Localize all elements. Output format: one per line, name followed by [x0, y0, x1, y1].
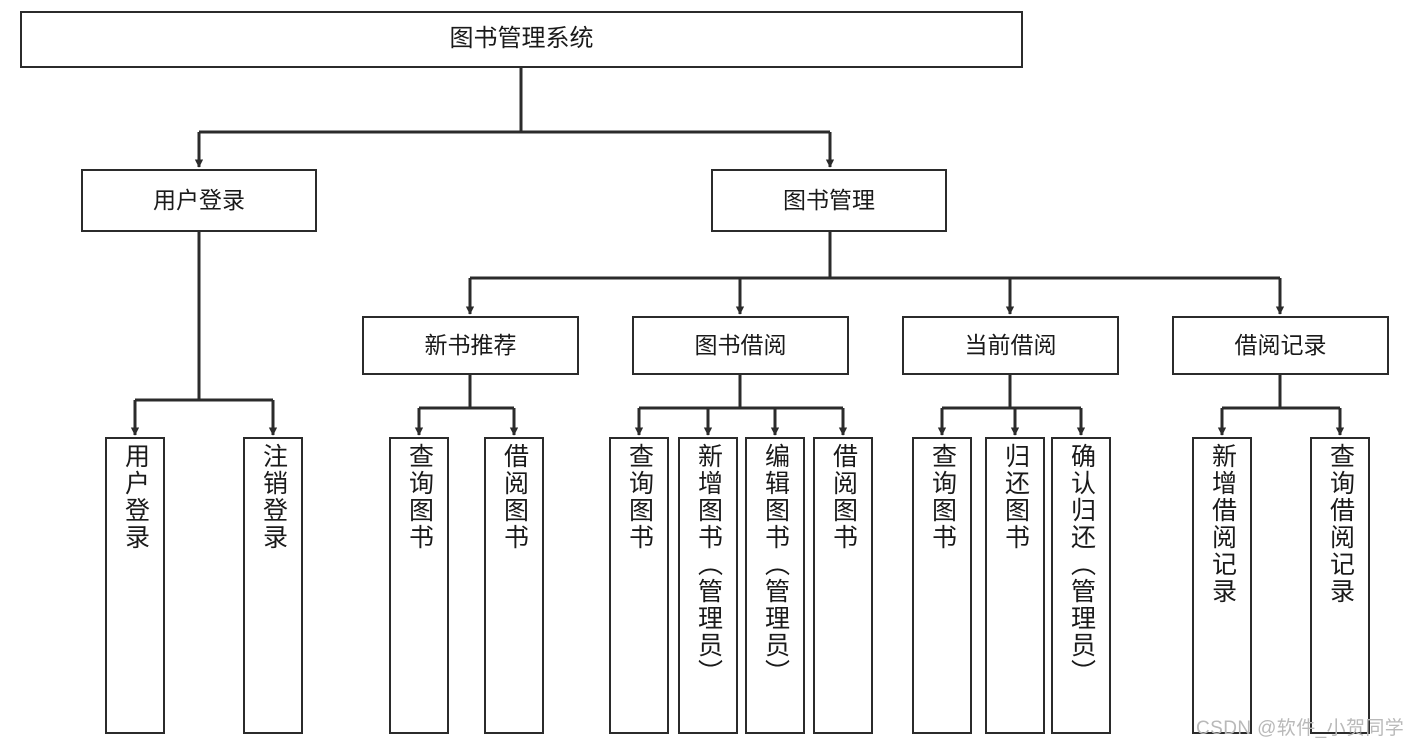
node-root-system[interactable]: 图书管理系统: [20, 11, 1023, 68]
node-new-book-recommend[interactable]: 新书推荐: [362, 316, 579, 375]
node-leaf-return-book-label: 归还图书: [1001, 443, 1030, 551]
node-leaf-add-book[interactable]: 新增图书（管理员）: [678, 437, 738, 734]
node-leaf-query-book-2-label: 查询图书: [625, 443, 654, 551]
node-root-label: 图书管理系统: [449, 25, 594, 53]
node-leaf-borrow-book-2[interactable]: 借阅图书: [813, 437, 873, 734]
node-leaf-query-book-1[interactable]: 查询图书: [389, 437, 449, 734]
node-leaf-query-record[interactable]: 查询借阅记录: [1310, 437, 1370, 734]
node-leaf-borrow-book-2-label: 借阅图书: [829, 443, 858, 551]
node-current-borrow[interactable]: 当前借阅: [902, 316, 1119, 375]
node-leaf-add-book-label: 新增图书（管理员）: [694, 443, 723, 686]
node-leaf-user-logout[interactable]: 注销登录: [243, 437, 303, 734]
node-leaf-confirm-return-label: 确认归还（管理员）: [1067, 443, 1096, 686]
node-new-book-recommend-label: 新书推荐: [424, 331, 517, 358]
node-leaf-borrow-book-1-label: 借阅图书: [500, 443, 529, 551]
node-leaf-edit-book[interactable]: 编辑图书（管理员）: [745, 437, 805, 734]
node-leaf-return-book[interactable]: 归还图书: [985, 437, 1045, 734]
node-current-borrow-label: 当前借阅: [964, 331, 1057, 358]
node-leaf-user-login[interactable]: 用户登录: [105, 437, 165, 734]
node-leaf-borrow-book-1[interactable]: 借阅图书: [484, 437, 544, 734]
node-user-login-label: 用户登录: [153, 186, 245, 213]
node-borrow-record[interactable]: 借阅记录: [1172, 316, 1389, 375]
node-leaf-query-book-3-label: 查询图书: [928, 443, 957, 551]
node-leaf-user-login-label: 用户登录: [121, 443, 150, 551]
node-leaf-query-book-1-label: 查询图书: [405, 443, 434, 551]
csdn-watermark: CSDN @软件_小贺同学: [1196, 718, 1405, 739]
node-leaf-edit-book-label: 编辑图书（管理员）: [761, 443, 790, 686]
node-borrow-record-label: 借阅记录: [1234, 331, 1327, 358]
node-user-login[interactable]: 用户登录: [81, 169, 317, 232]
node-leaf-query-record-label: 查询借阅记录: [1326, 443, 1355, 605]
node-book-manage[interactable]: 图书管理: [711, 169, 947, 232]
node-leaf-query-book-3[interactable]: 查询图书: [912, 437, 972, 734]
node-book-manage-label: 图书管理: [783, 186, 875, 213]
node-leaf-add-record-label: 新增借阅记录: [1208, 443, 1237, 605]
node-leaf-query-book-2[interactable]: 查询图书: [609, 437, 669, 734]
node-leaf-user-logout-label: 注销登录: [259, 443, 288, 551]
node-book-borrow-label: 图书借阅: [694, 331, 787, 358]
node-leaf-add-record[interactable]: 新增借阅记录: [1192, 437, 1252, 734]
node-leaf-confirm-return[interactable]: 确认归还（管理员）: [1051, 437, 1111, 734]
node-book-borrow[interactable]: 图书借阅: [632, 316, 849, 375]
